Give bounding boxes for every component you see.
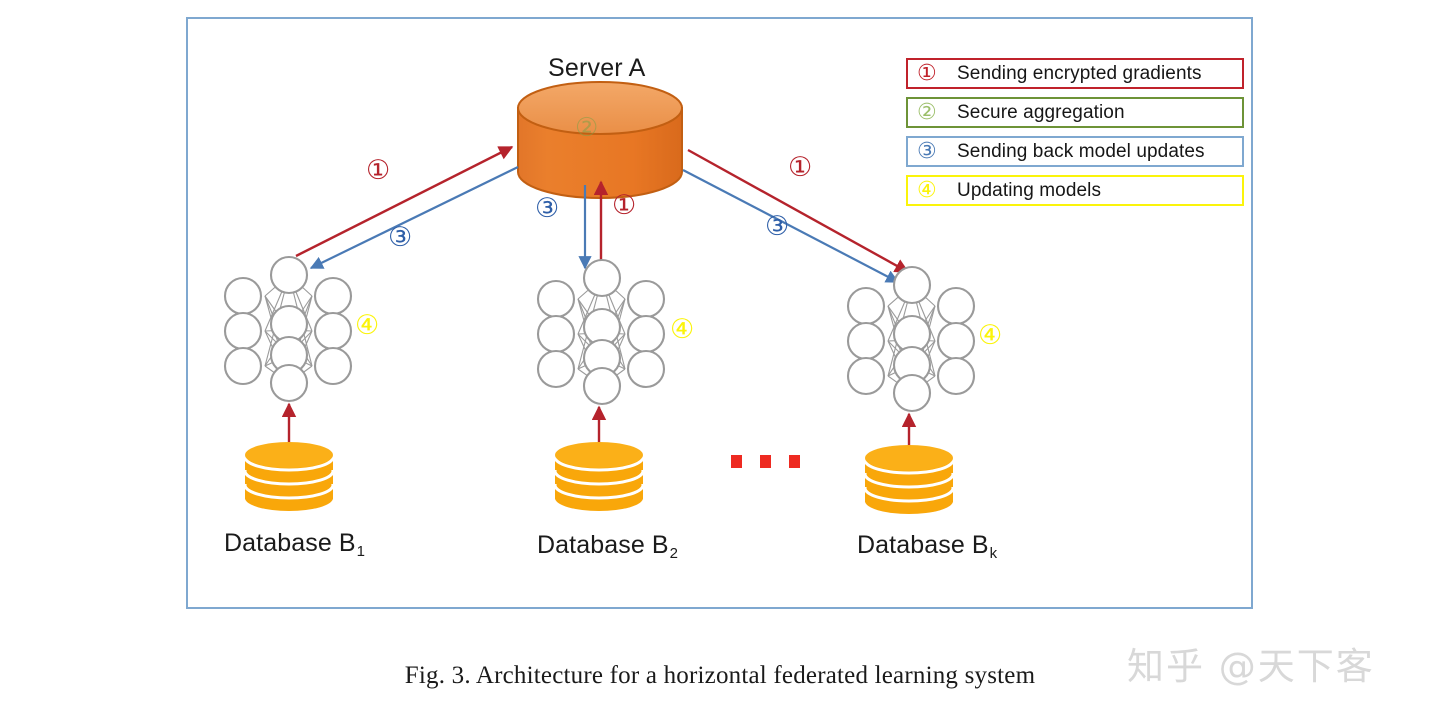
legend-label-3: Sending back model updates	[957, 140, 1205, 162]
legend-marker-1: ①	[917, 60, 937, 86]
marker-right-blue-3: ③	[765, 211, 790, 242]
marker-right-red-1: ①	[788, 152, 813, 183]
legend-marker-4: ④	[917, 177, 937, 203]
legend-item-1: ① Sending encrypted gradients	[906, 58, 1244, 89]
ellipsis-dot	[760, 455, 771, 468]
figure-caption: Fig. 3. Architecture for a horizontal fe…	[404, 662, 1036, 689]
legend-item-4: ④ Updating models	[906, 175, 1244, 206]
database-label-2-sub: 2	[669, 545, 679, 562]
database-label-1-text: Database B	[224, 529, 356, 557]
legend: ① Sending encrypted gradients ② Secure a…	[906, 58, 1244, 206]
legend-item-3: ③ Sending back model updates	[906, 136, 1244, 167]
watermark: 知乎 @天下客	[1127, 645, 1375, 688]
legend-label-4: Updating models	[957, 179, 1102, 201]
ellipsis-dot	[789, 455, 800, 468]
marker-update-client-k: ④	[978, 320, 1003, 351]
database-label-1-sub: 1	[356, 543, 366, 560]
database-label-k-sub: k	[989, 545, 998, 562]
legend-item-2: ② Secure aggregation	[906, 97, 1244, 128]
marker-left-blue-3: ③	[388, 222, 413, 253]
legend-label-2: Secure aggregation	[957, 101, 1125, 123]
server-title: Server A	[548, 54, 646, 82]
server-aggregation-marker: ②	[575, 113, 599, 143]
marker-center-blue-3: ③	[535, 193, 560, 224]
marker-update-client-1: ④	[355, 310, 380, 341]
legend-marker-2: ②	[917, 99, 937, 125]
ellipsis-dots	[731, 455, 800, 468]
database-label-k: Database Bk	[857, 531, 998, 562]
marker-left-red-1: ①	[366, 155, 391, 186]
legend-label-1: Sending encrypted gradients	[957, 62, 1202, 84]
database-label-2: Database B2	[537, 531, 679, 562]
marker-update-client-2: ④	[670, 314, 695, 345]
ellipsis-dot	[731, 455, 742, 468]
database-label-k-text: Database B	[857, 531, 989, 559]
marker-center-red-1: ①	[612, 190, 637, 221]
legend-marker-3: ③	[917, 138, 937, 164]
database-label-1: Database B1	[224, 529, 366, 560]
database-label-2-text: Database B	[537, 531, 669, 559]
